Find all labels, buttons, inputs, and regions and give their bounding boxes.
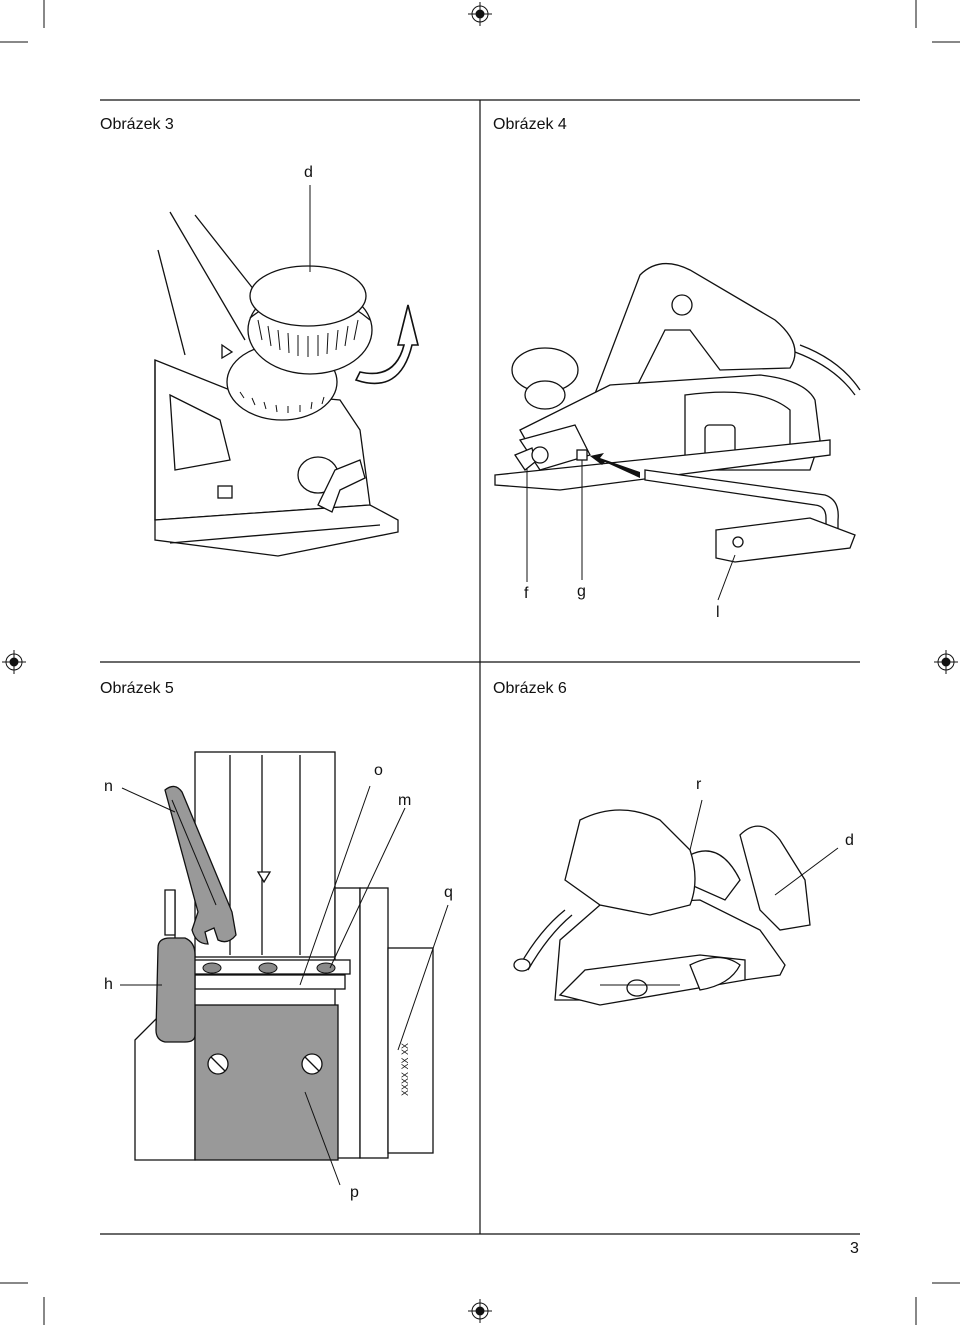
fig5-label-o: o (374, 762, 383, 779)
fig3-label-d: d (304, 164, 313, 181)
page-number: 3 (850, 1240, 859, 1257)
fig5-label-h: h (104, 976, 113, 993)
fig5-label-m: m (398, 792, 412, 809)
fig6-label-d: d (845, 832, 854, 849)
fig4-label-l: l (716, 604, 720, 621)
registration-mark-bottom (468, 1299, 492, 1323)
fig4-label-f: f (524, 585, 529, 602)
fig5-label-p: p (350, 1184, 359, 1201)
figure-4-title: Obrázek 4 (493, 116, 567, 133)
figure-6-title: Obrázek 6 (493, 680, 567, 697)
figure-3-title: Obrázek 3 (100, 116, 174, 133)
registration-mark-left (2, 650, 26, 674)
registration-mark-right (934, 650, 958, 674)
fig5-label-q: q (444, 884, 453, 901)
fig6-label-r: r (696, 776, 702, 793)
fig4-label-g: g (577, 583, 586, 600)
figure-5-title: Obrázek 5 (100, 680, 174, 697)
fig5-label-n: n (104, 778, 113, 795)
registration-mark-top (468, 2, 492, 26)
